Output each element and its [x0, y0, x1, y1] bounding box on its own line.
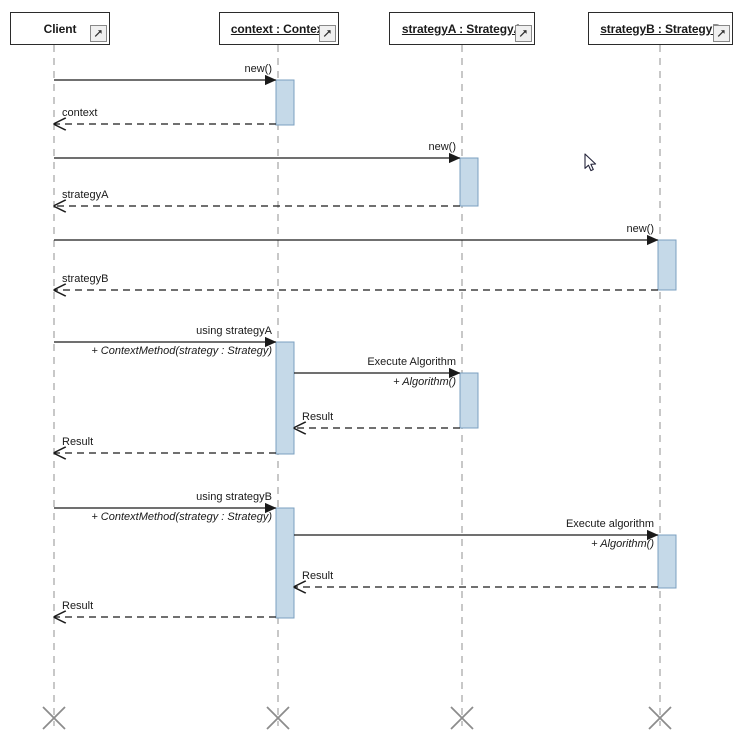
activation-bar: [657, 534, 677, 589]
message-label-m9: Result: [302, 411, 334, 423]
message-label-m5: new(): [626, 223, 654, 235]
lifeline-header-strategyb[interactable]: strategyB : StrategyB: [588, 12, 733, 45]
message-label-m2: context: [62, 107, 98, 119]
destruction-mark-strategyB: [648, 706, 672, 730]
message-label-m11: using strategyB: [196, 491, 272, 503]
message-sublabel-m8: + Algorithm(): [393, 376, 456, 388]
message-sublabel-m7: + ContextMethod(strategy : Strategy): [91, 345, 272, 357]
message-label-m3: new(): [428, 141, 456, 153]
destruction-mark-client: [42, 706, 66, 730]
destruction-marks-group: [42, 706, 672, 730]
lifeline-lines-group: [53, 45, 661, 726]
message-label-m6: strategyB: [62, 273, 109, 285]
activation-bar: [459, 157, 479, 207]
message-label-m12: Execute algorithm: [565, 518, 654, 530]
activation-bars-group: [275, 79, 677, 619]
message-label-m8: Execute Algorithm: [367, 356, 456, 368]
activation-bar: [275, 507, 295, 619]
lifeline-label-client: Client: [43, 21, 77, 36]
activation-bar: [275, 341, 295, 455]
destruction-mark-strategyA: [450, 706, 474, 730]
open-external-icon[interactable]: [319, 25, 336, 42]
lifeline-label-strategya: strategyA : StrategyA: [401, 21, 523, 36]
open-external-icon[interactable]: [515, 25, 532, 42]
lifeline-label-context: context : Context: [230, 21, 328, 36]
lifeline-header-strategya[interactable]: strategyA : StrategyA: [389, 12, 535, 45]
message-label-m14: Result: [62, 600, 94, 612]
lifeline-label-strategyb: strategyB : StrategyB: [600, 21, 721, 36]
message-label-m10: Result: [62, 436, 94, 448]
message-label-m7: using strategyA: [196, 325, 272, 337]
message-label-m1: new(): [244, 63, 272, 75]
lifeline-header-context[interactable]: context : Context: [219, 12, 339, 45]
activation-bar: [459, 372, 479, 429]
message-sublabel-m11: + ContextMethod(strategy : Strategy): [91, 511, 272, 523]
activation-bar: [275, 79, 295, 126]
activation-bar: [657, 239, 677, 291]
open-external-icon[interactable]: [713, 25, 730, 42]
message-label-m13: Result: [302, 570, 334, 582]
message-label-m4: strategyA: [62, 189, 109, 201]
destruction-mark-context: [266, 706, 290, 730]
lifeline-header-client[interactable]: Client: [10, 12, 110, 45]
message-sublabel-m12: + Algorithm(): [591, 538, 654, 550]
message-arrows-group: [54, 74, 659, 617]
open-external-icon[interactable]: [90, 25, 107, 42]
